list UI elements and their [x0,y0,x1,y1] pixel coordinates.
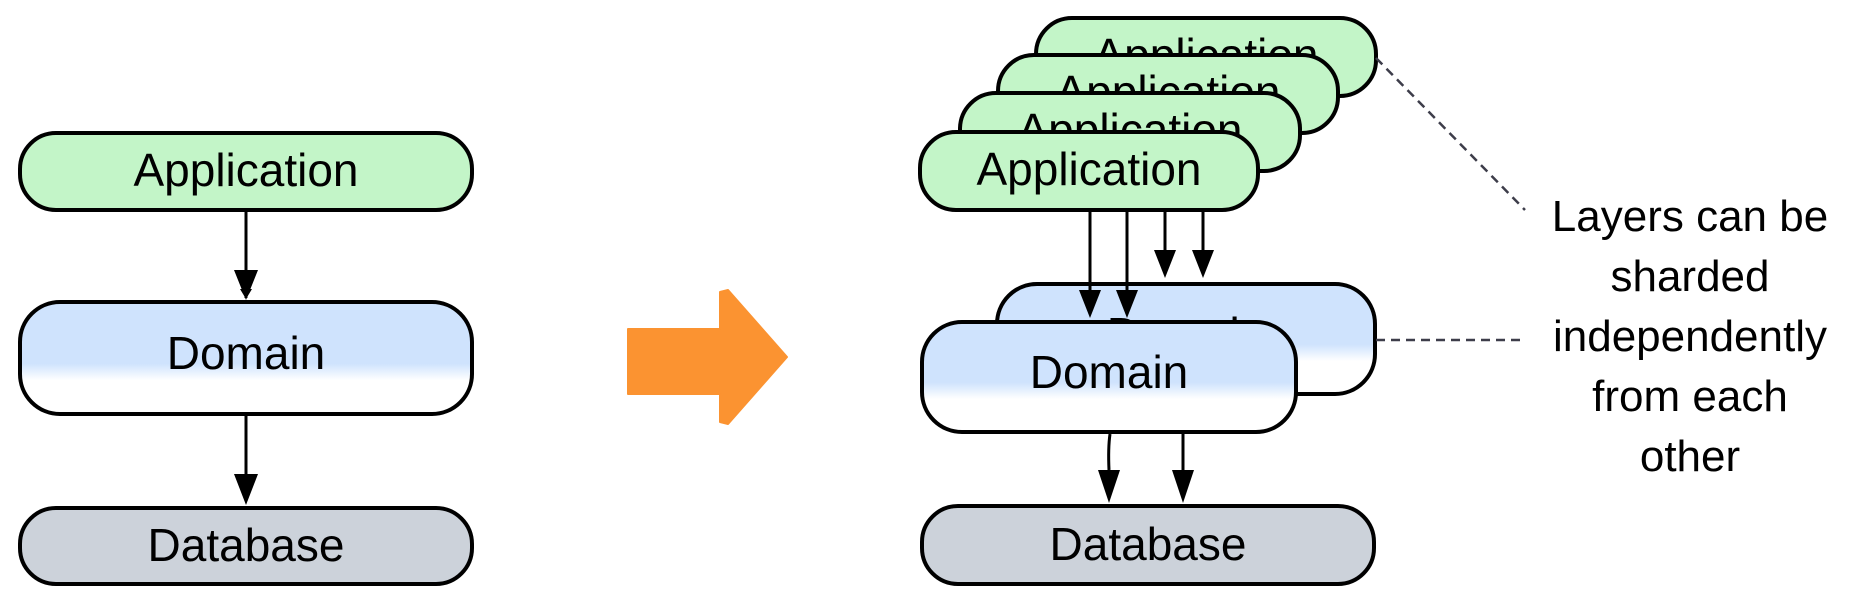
right-database-box: Database [920,504,1376,586]
application-shard-1: Application [918,130,1260,212]
domain-to-database-arrows [1098,433,1194,503]
annotation-line-5: other [1640,432,1740,481]
left-application-box [18,131,474,212]
annotation-connector-application [1375,57,1526,211]
transition-arrow [627,289,788,425]
left-domain-box [18,300,474,416]
annotation-line-1: Layers can be [1552,192,1828,241]
left-arrowhead-database [234,474,258,505]
domain-shard-1-label: Domain [1030,346,1189,398]
annotation: Layers can be sharded independently from… [1375,57,1828,481]
annotation-line-4: from each [1592,372,1788,421]
application-shard-1-label: Application [976,143,1201,195]
left-database-label: Database [148,519,345,571]
right-stack: Application Application Application Doma… [918,16,1378,586]
left-database-box [18,506,474,586]
domain-shard-1: Domain [920,320,1298,434]
annotation-line-3: independently [1553,312,1827,361]
left-arrowhead-domain [234,270,258,300]
left-application-label: Application [133,144,358,196]
left-stack: Application Domain Database [18,131,474,586]
right-database-label: Database [1050,518,1247,570]
annotation-line-2: sharded [1610,252,1769,301]
left-domain-label: Domain [167,327,326,379]
